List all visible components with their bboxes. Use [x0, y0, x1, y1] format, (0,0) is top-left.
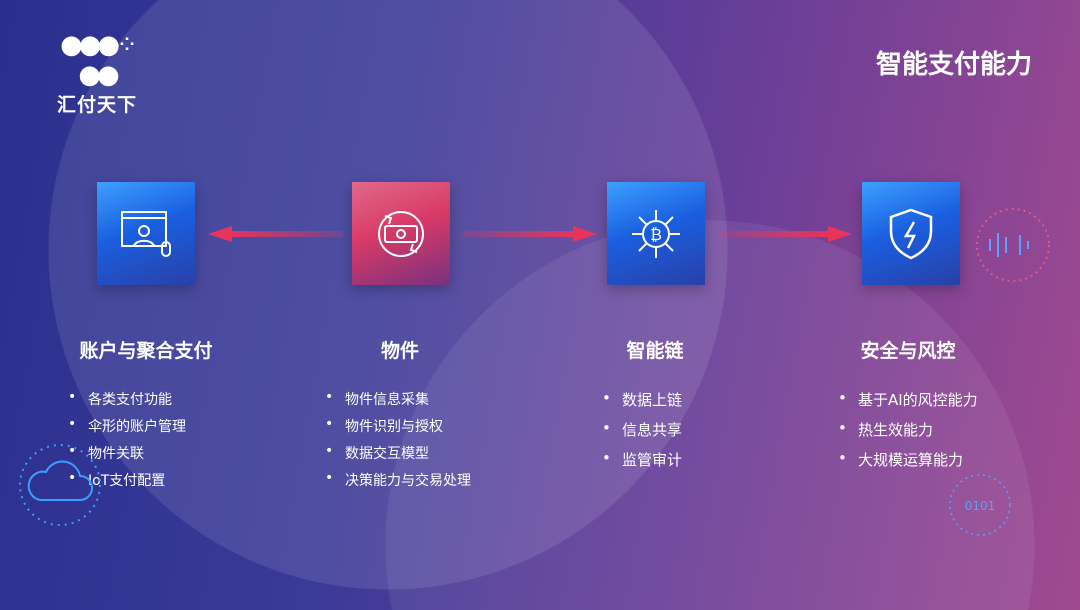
column-title: 智能链 — [626, 340, 684, 362]
list-item: 物件信息采集 — [325, 389, 471, 416]
sound-wave-decoration-icon — [976, 208, 1050, 282]
arrow-left-icon — [208, 226, 343, 242]
binary-decoration-icon: 0101 — [949, 474, 1011, 536]
list-item: 热生效能力 — [838, 419, 978, 449]
page-title: 智能支付能力 — [875, 50, 1032, 80]
arrow-right-icon — [462, 226, 597, 242]
svg-text:₿: ₿ — [650, 225, 662, 244]
bitcoin-network-icon: ₿ — [632, 209, 680, 258]
arrow-right-icon — [717, 226, 852, 242]
logo-mark-icon: ●●●⁘●● — [60, 30, 138, 90]
account-card — [97, 182, 195, 285]
list-item: 伞形的账户管理 — [68, 416, 186, 443]
list-item: 物件关联 — [68, 443, 186, 470]
feature-list: 各类支付功能 伞形的账户管理 物件关联 IoT支付配置 — [68, 389, 186, 497]
list-item: 基于AI的风控能力 — [838, 389, 978, 419]
column-title: 安全与风控 — [860, 340, 956, 362]
feature-list: 基于AI的风控能力 热生效能力 大规模运算能力 — [838, 389, 978, 479]
list-item: 信息共享 — [602, 419, 682, 449]
list-item: 决策能力与交易处理 — [325, 470, 471, 497]
list-item: 数据交互模型 — [325, 443, 471, 470]
feature-list: 数据上链 信息共享 监管审计 — [602, 389, 682, 479]
logo: ●●●⁘●● 汇付天下 — [52, 30, 142, 117]
list-item: 大规模运算能力 — [838, 449, 978, 479]
list-item: 物件识别与授权 — [325, 416, 471, 443]
svg-text:0101: 0101 — [965, 499, 996, 513]
chain-card: ₿ — [607, 182, 705, 285]
feature-list: 物件信息采集 物件识别与授权 数据交互模型 决策能力与交易处理 — [325, 389, 471, 497]
column-title: 物件 — [380, 340, 419, 362]
security-card — [862, 182, 960, 285]
cloud-decoration-icon — [19, 444, 101, 526]
list-item: 数据上链 — [602, 389, 682, 419]
logo-name: 汇付天下 — [56, 94, 137, 116]
shield-lightning-icon — [889, 208, 933, 259]
account-user-screen-icon — [121, 210, 171, 257]
list-item: 监管审计 — [602, 449, 682, 479]
list-item: 各类支付功能 — [68, 389, 186, 416]
column-title: 账户与聚合支付 — [79, 340, 213, 362]
object-card — [352, 182, 450, 285]
list-item: IoT支付配置 — [68, 470, 186, 497]
money-exchange-cycle-icon — [378, 210, 424, 257]
